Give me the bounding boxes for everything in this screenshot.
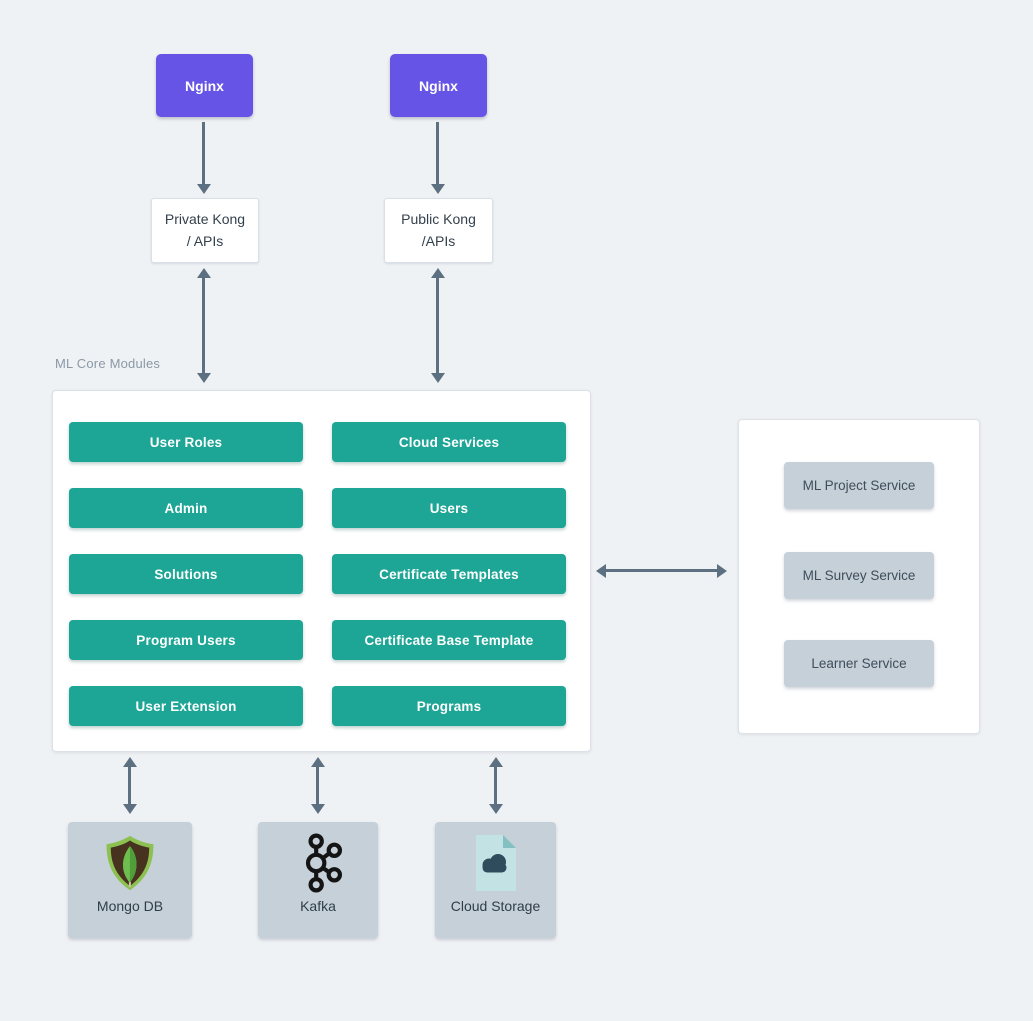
datastore-label: Cloud Storage — [450, 898, 541, 914]
module-admin: Admin — [69, 488, 303, 528]
module-certificate-base-template: Certificate Base Template — [332, 620, 566, 660]
cloud-storage-icon — [472, 832, 520, 894]
arrow-nginx-to-public-kong — [430, 122, 445, 194]
service-ml-survey: ML Survey Service — [784, 552, 934, 599]
module-user-roles: User Roles — [69, 422, 303, 462]
arrow-core-to-services — [596, 563, 727, 578]
arrow-private-kong-to-core — [196, 268, 211, 383]
datastore-mongodb: Mongo DB — [68, 822, 192, 938]
module-certificate-templates: Certificate Templates — [332, 554, 566, 594]
core-modules-container: User Roles Admin Solutions Program Users… — [52, 390, 591, 752]
private-kong-node: Private Kong / APIs — [151, 198, 259, 263]
mongodb-icon — [100, 832, 160, 894]
datastore-kafka: Kafka — [258, 822, 378, 938]
module-programs: Programs — [332, 686, 566, 726]
private-kong-line1: Private Kong — [164, 210, 246, 227]
arrow-core-to-kafka — [310, 757, 325, 814]
datastore-label: Kafka — [300, 898, 336, 914]
module-program-users: Program Users — [69, 620, 303, 660]
module-users: Users — [332, 488, 566, 528]
nginx-private-node: Nginx — [156, 54, 253, 117]
arrow-public-kong-to-core — [430, 268, 445, 383]
module-solutions: Solutions — [69, 554, 303, 594]
datastore-label: Mongo DB — [96, 898, 164, 914]
arrow-core-to-cloud-storage — [488, 757, 503, 814]
nginx-public-node: Nginx — [390, 54, 487, 117]
module-user-extension: User Extension — [69, 686, 303, 726]
public-kong-line2: /APIs — [421, 232, 456, 249]
arrow-nginx-to-private-kong — [196, 122, 211, 194]
public-kong-line1: Public Kong — [401, 210, 476, 227]
arrow-core-to-mongodb — [122, 757, 137, 814]
module-cloud-services: Cloud Services — [332, 422, 566, 462]
service-ml-project: ML Project Service — [784, 462, 934, 509]
public-kong-node: Public Kong /APIs — [384, 198, 493, 263]
private-kong-line2: / APIs — [186, 232, 224, 249]
services-panel: ML Project Service ML Survey Service Lea… — [738, 419, 980, 734]
datastore-cloud-storage: Cloud Storage — [435, 822, 556, 938]
service-learner: Learner Service — [784, 640, 934, 687]
kafka-icon — [289, 832, 347, 894]
core-modules-label: ML Core Modules — [55, 356, 161, 371]
